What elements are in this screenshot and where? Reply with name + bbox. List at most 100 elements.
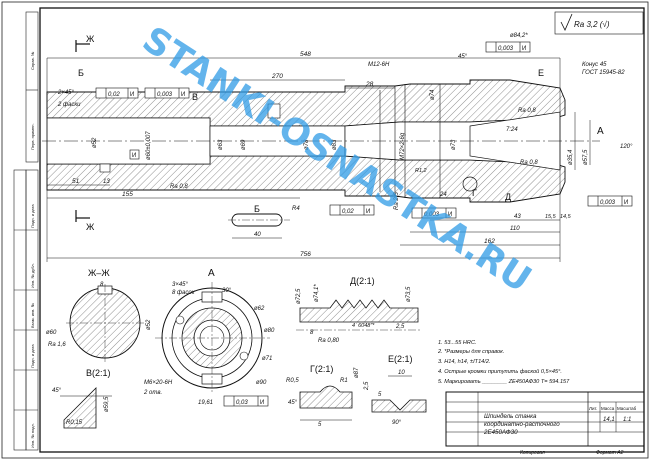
mark-a: А <box>597 126 604 137</box>
fcf-section-a-val: 0,03 <box>236 400 248 406</box>
side-stamp-5: Взам. инв. № <box>30 303 35 328</box>
section-a-view <box>155 282 270 394</box>
dim-756: 756 <box>300 251 311 258</box>
cut-zh-bottom: Ж <box>86 222 95 232</box>
side-stamp-2: Справ. № <box>30 52 35 70</box>
sec-a-title: А <box>208 268 215 279</box>
v-d595: ø59,5 <box>104 396 110 412</box>
d-dim-741: ø74,1* <box>314 284 320 302</box>
dim-155: 155 <box>122 191 133 198</box>
g-r1: R1 <box>340 378 348 384</box>
mark-g: Г <box>472 188 477 198</box>
dim-548: 548 <box>300 51 311 58</box>
side-stamp-1: Перв. примен. <box>30 123 35 150</box>
title-format: Формат А2 <box>596 450 624 456</box>
dim-d69: ø69 <box>241 139 247 150</box>
e-5: 5 <box>378 392 382 398</box>
dim-13: 13 <box>103 179 110 185</box>
title-col-mass: Масса <box>601 406 615 411</box>
dim-d35: ø35,4 <box>568 149 574 165</box>
dim-110: 110 <box>510 226 520 232</box>
a-3x45: 3×45° <box>172 282 189 288</box>
note-3: 3. H14, h14, ±IT14/2. <box>438 359 491 365</box>
a-30deg: 30° <box>222 288 232 294</box>
dim-d52: ø52 <box>92 137 98 148</box>
mark-e: Е <box>538 68 544 78</box>
a-8fask: 8 фасок <box>172 290 196 296</box>
cone-note: Конус 45 <box>582 62 607 68</box>
note-4: 4. Острые кромки притупить фаской 0,5×45… <box>438 368 562 375</box>
dim-51: 51 <box>72 178 80 185</box>
dim-15-5: 15,5 <box>545 214 557 220</box>
fcf-top-1-val: 0,02 <box>108 92 120 98</box>
dim-2x45: 2×45° <box>57 90 75 96</box>
fcf-top-3-val: 0,003 <box>498 46 514 52</box>
d-dim-25: 2,5 <box>395 324 405 330</box>
dim-m72: M72×2-6g <box>400 132 406 160</box>
note-5: 5. Маркировать ________ ZE450АФ30 T= 594… <box>438 379 570 385</box>
v-r015: R0,15 <box>66 420 83 426</box>
mark-v: В <box>192 92 198 102</box>
gost-note: ГОСТ 15945-82 <box>582 70 625 76</box>
fcf-top-3-datum: И <box>522 46 526 52</box>
dim-43: 43 <box>514 214 521 220</box>
side-stamp-7: Инв. № подл. <box>30 423 35 448</box>
title-scale: 1:1 <box>623 417 631 423</box>
g-r05: R0,5 <box>286 378 299 384</box>
g-d87: ø87 <box>354 367 360 378</box>
sec-e-title: Е(2:1) <box>388 354 413 364</box>
side-stamp-6: Подп. и дата <box>30 344 35 368</box>
a-d71: ø71 <box>262 356 272 362</box>
zh-dim-52: ø52 <box>146 319 152 330</box>
fcf-top-2-datum: И <box>181 92 185 98</box>
fcf-mid-1: 0,02 И <box>329 204 375 216</box>
dim-14-5: 14,5 <box>560 214 572 220</box>
fcf-right-1-datum: И <box>624 200 628 206</box>
d-dim-725: ø72,5 <box>296 288 302 304</box>
sec-g-title: Г(2:1) <box>310 364 333 374</box>
dim-ra25: Ra 2,5 <box>394 192 400 210</box>
dim-d63: ø63 <box>218 139 224 150</box>
e-10: 10 <box>398 370 405 376</box>
ra-08-c: Ra 0,8 <box>518 108 536 114</box>
fcf-right-1-val: 0,003 <box>600 200 616 206</box>
title-copied: Копировал <box>520 450 545 456</box>
ra-08-a: Ra 0,8 <box>170 184 188 190</box>
title-col-scale: Масштаб <box>617 406 637 411</box>
fcf-top-1: 0,02 И <box>95 87 139 99</box>
dim-270: 270 <box>271 73 283 80</box>
side-stamp-4: Инв. № дубл. <box>30 263 35 288</box>
sec-v-title: В(2:1) <box>86 368 111 378</box>
section-v-view <box>60 387 112 429</box>
title-mass: 14,1 <box>603 417 615 423</box>
d-dim-735: ø73,5 <box>406 286 412 302</box>
dim-r12: R1,2 <box>415 168 427 174</box>
a-m6-holes: 2 отв. <box>143 390 162 396</box>
dim-d83: ø83 <box>332 139 338 150</box>
dim-2fask: 2 фаски <box>57 102 81 108</box>
roughness-default-text: Ra 3,2 (√) <box>574 20 610 29</box>
side-stamp: Перв. примен. Справ. № Подп. и дата Инв.… <box>13 11 39 451</box>
fcf-section-a-datum: И <box>260 400 264 406</box>
datum-i-box <box>129 149 140 160</box>
e-90deg: 90° <box>392 420 402 426</box>
fcf-right-1: 0,003 И <box>587 195 633 207</box>
fcf-mid-1-val: 0,02 <box>342 209 354 215</box>
zh-dim-8: 8 <box>100 282 104 288</box>
title-name-1: Шпиндель станка <box>484 413 537 420</box>
side-stamp-3: Подп. и дата <box>30 204 35 228</box>
dim-d60: ø60±0,007 <box>146 131 152 160</box>
mark-d: Д <box>505 192 511 202</box>
ra-08-b: Ra 0,8 <box>520 160 538 166</box>
dim-120: 120° <box>620 144 633 150</box>
title-block <box>445 391 645 447</box>
mark-b2: Б <box>254 204 260 214</box>
zh-ra-16: Ra 1,6 <box>48 342 66 348</box>
a-d90: ø90 <box>256 380 267 386</box>
dim-d74: ø74 <box>430 89 436 100</box>
a-d80: ø80 <box>264 328 275 334</box>
dim-m12: M12-6H <box>368 62 390 68</box>
a-d62: ø62 <box>254 306 265 312</box>
